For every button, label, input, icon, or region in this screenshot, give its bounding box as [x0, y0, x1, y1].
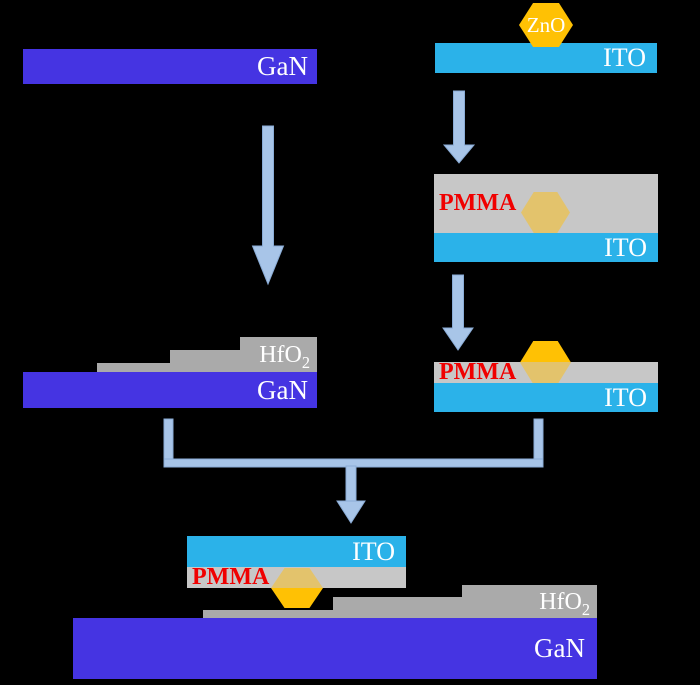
final-hfo2-step-mid — [333, 597, 462, 618]
ito-substrate-bar: ITO — [435, 43, 657, 73]
final-ito-top-electrode: ITO — [187, 536, 406, 567]
ito-bar-under-pmma: ITO — [434, 233, 658, 262]
gan-substrate-with-hfo2-bar: GaN — [23, 372, 317, 408]
pmma-label: PMMA — [439, 189, 517, 216]
final-hfo2-step-high: HfO2 — [462, 585, 597, 618]
gan-label: GaN — [257, 374, 308, 405]
ito-bar-under-thin-pmma: ITO — [434, 383, 658, 412]
gan-substrate-bar: GaN — [23, 49, 317, 84]
ito-label: ITO — [603, 43, 646, 72]
arrow-down-right-middle-icon — [442, 274, 474, 351]
zno-label: ZnO — [526, 12, 566, 37]
merge-arrow-head-icon — [336, 500, 366, 524]
ito-label: ITO — [352, 536, 395, 566]
hfo2-step-low — [97, 363, 170, 372]
ito-label: ITO — [604, 232, 647, 262]
final-gan-substrate-bar: GaN — [73, 618, 597, 679]
arrow-down-right-top-icon — [442, 90, 476, 164]
hfo2-step-mid — [170, 350, 240, 372]
pmma-label: PMMA — [192, 563, 270, 590]
gan-label: GaN — [534, 633, 585, 663]
arrow-down-left-icon — [251, 125, 285, 286]
final-hfo2-step-low — [203, 610, 333, 618]
pmma-label: PMMA — [439, 358, 517, 385]
ito-label: ITO — [604, 382, 647, 412]
hfo2-label: HfO2 — [259, 341, 310, 372]
gan-label: GaN — [257, 51, 308, 81]
merge-arrow-shaft — [345, 465, 357, 503]
hfo2-step-high: HfO2 — [240, 337, 317, 372]
hfo2-label: HfO2 — [539, 588, 590, 619]
